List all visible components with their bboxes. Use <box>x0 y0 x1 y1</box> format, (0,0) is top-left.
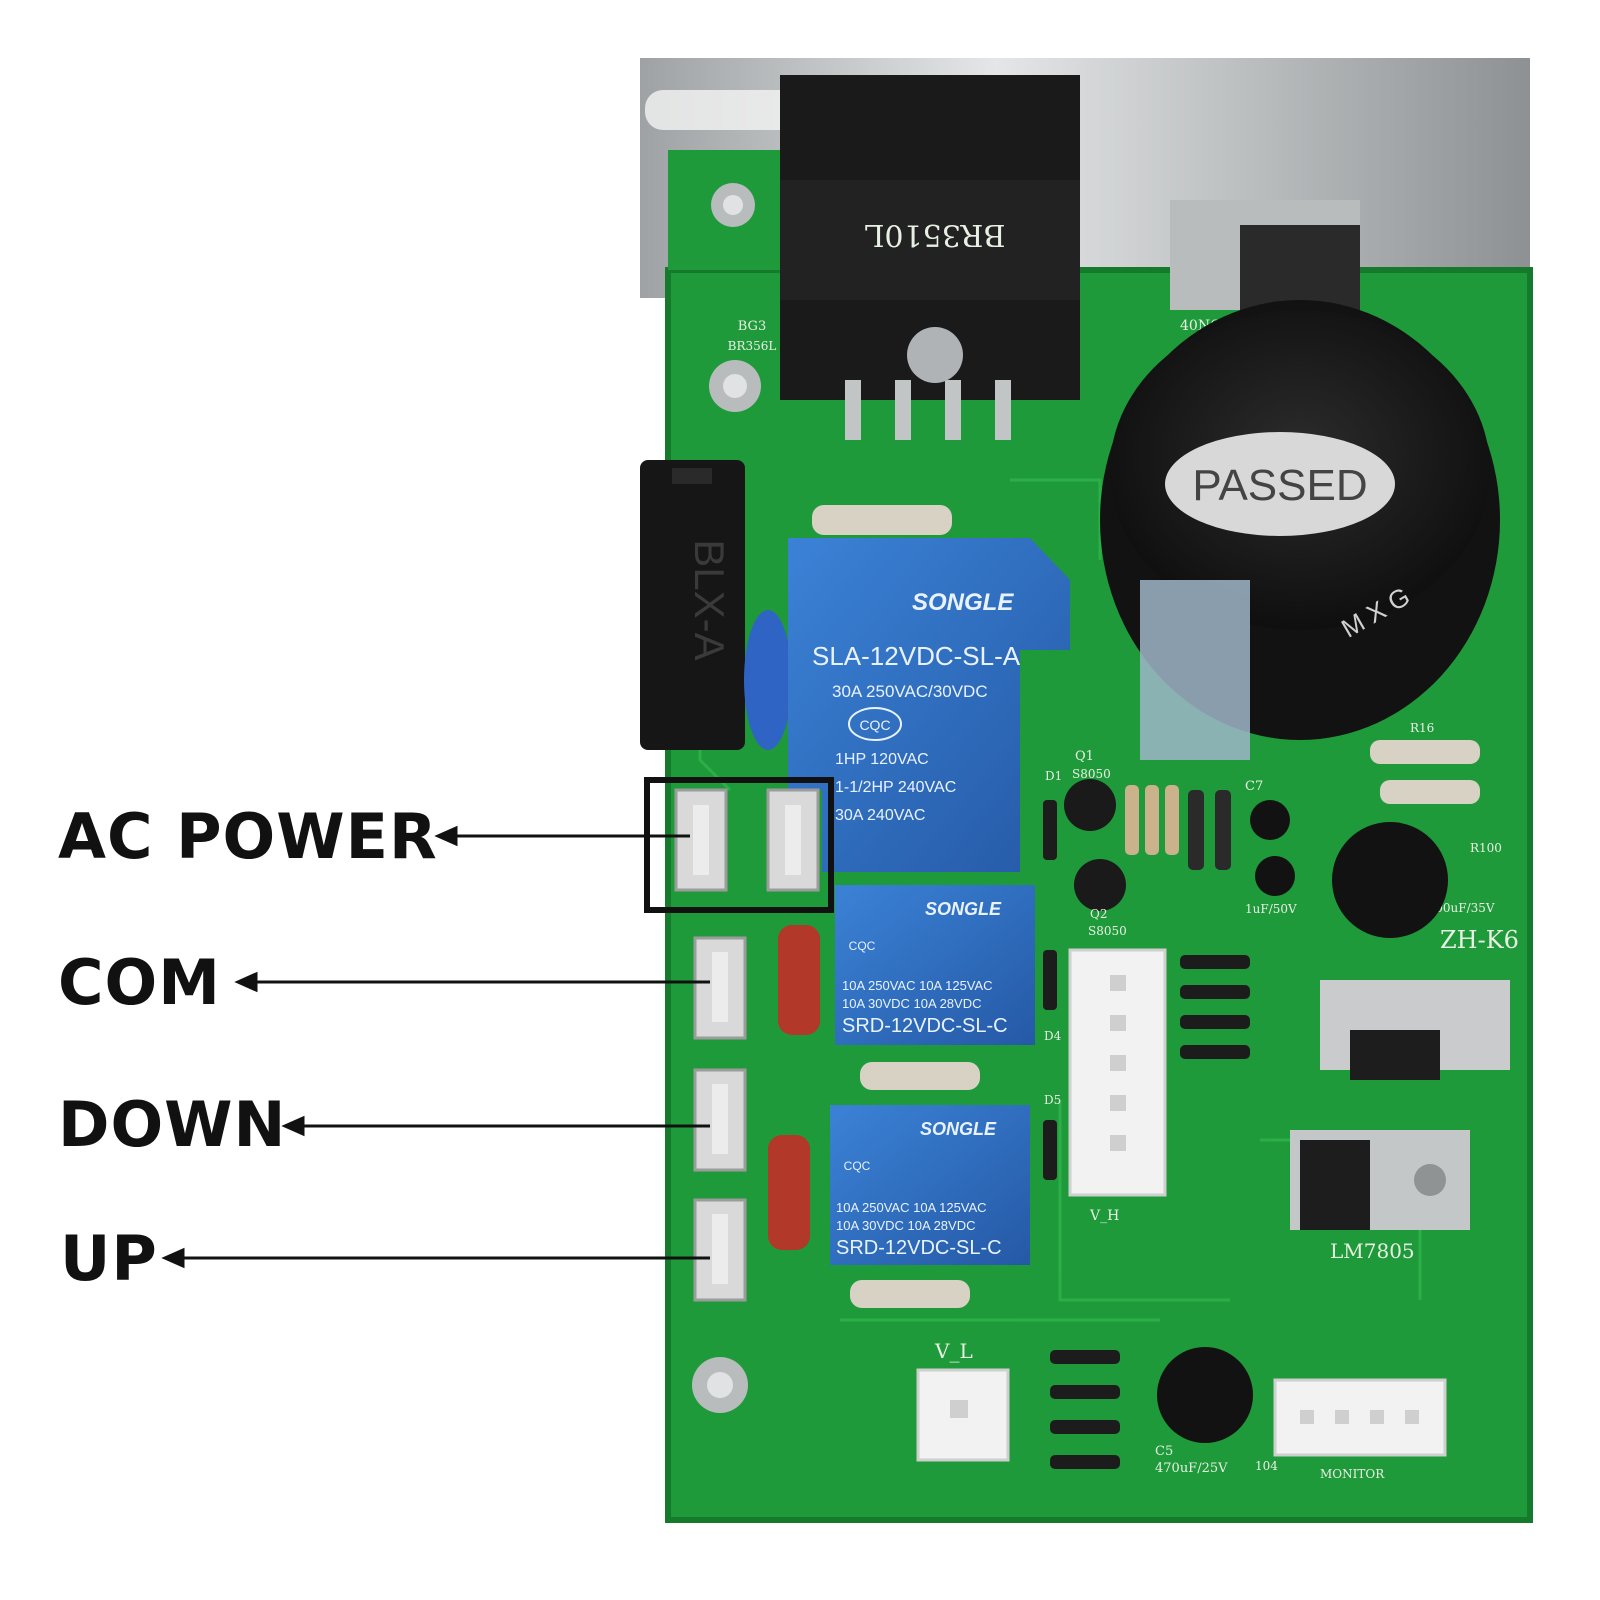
diode-d5 <box>1043 1120 1057 1180</box>
mounting-screw-side <box>711 183 755 227</box>
small-relay-1-rating-2: 10A 30VDC 10A 28VDC <box>842 996 981 1011</box>
diode-row <box>1180 955 1250 1059</box>
silk-r100: R100 <box>1470 841 1502 855</box>
label-up: UP <box>60 1222 158 1295</box>
small-relay-2-rating-1: 10A 250VAC 10A 125VAC <box>836 1200 987 1215</box>
transistor-q2 <box>1074 859 1126 911</box>
silk-104: 104 <box>1255 1459 1278 1473</box>
silk-c5-value: 470uF/25V <box>1155 1461 1228 1476</box>
ac-power-highlight-box <box>644 777 834 913</box>
silk-r16: R16 <box>1410 721 1434 735</box>
down-terminal <box>693 1068 747 1172</box>
silk-bg3-value: BR356L <box>728 339 777 353</box>
small-relay-2-rating-2: 10A 30VDC 10A 28VDC <box>836 1218 975 1233</box>
small-relay-1-rating-1: 10A 250VAC 10A 125VAC <box>842 978 993 993</box>
silk-d4: D4 <box>1044 1029 1062 1043</box>
small-relay-1-brand: SONGLE <box>925 899 1002 919</box>
film-capacitor-1 <box>778 925 820 1035</box>
small-relay-2-cert: CQC <box>844 1159 871 1173</box>
label-ac-power: AC POWER <box>58 800 438 873</box>
small-relay-1-cert: CQC <box>849 939 876 953</box>
bridge-part-text: BR3510L <box>864 217 1005 252</box>
resistor-cluster <box>1125 785 1231 870</box>
silk-v-l: V_L <box>934 1339 973 1363</box>
capacitor-c7-a <box>1250 800 1290 840</box>
connector-monitor: MONITOR <box>1273 1378 1447 1481</box>
arrow-down-head <box>281 1115 305 1137</box>
resistor-r100 <box>1380 780 1480 804</box>
passed-sticker-text: PASSED <box>1192 461 1367 510</box>
capacitor-medium <box>1332 822 1448 938</box>
small-relay-2: SONGLE CQC 10A 250VAC 10A 125VAC 10A 30V… <box>830 1105 1030 1265</box>
arrow-com-head <box>234 971 258 993</box>
arrow-ac-power-head <box>434 825 458 847</box>
resistor-top <box>812 505 952 535</box>
fuse-holder: BLX-A <box>640 460 745 750</box>
silk-c7-value: 1uF/50V <box>1245 902 1297 916</box>
resistor-middle <box>860 1062 980 1090</box>
arrow-up-head <box>161 1247 185 1269</box>
silk-bg3: BG3 <box>738 319 766 334</box>
silk-v-h: V_H <box>1089 1208 1119 1224</box>
main-relay-rating-3: 1-1/2HP 240VAC <box>835 779 956 796</box>
mosfet: 40N60 <box>1170 200 1360 334</box>
mounting-screw-top <box>709 360 761 412</box>
mounting-screw-bottom <box>692 1357 748 1413</box>
capacitor-c5 <box>1157 1347 1253 1443</box>
fuse-marking: BLX-A <box>686 539 733 660</box>
main-relay-brand: SONGLE <box>912 589 1014 616</box>
disc-capacitor <box>744 610 792 750</box>
com-terminal <box>693 936 747 1040</box>
main-relay-model: SLA-12VDC-SL-A <box>812 641 1021 671</box>
small-relay-1: SONGLE CQC 10A 250VAC 10A 125VAC 10A 30V… <box>835 885 1035 1045</box>
small-relay-2-brand: SONGLE <box>920 1119 997 1139</box>
resistor-r16 <box>1370 740 1480 764</box>
bridge-rectifier: BR3510L <box>780 75 1080 440</box>
silk-monitor: MONITOR <box>1320 1467 1385 1481</box>
connector-v-h: V_H <box>1068 948 1167 1224</box>
main-relay-rating-2: 1HP 120VAC <box>835 751 929 768</box>
small-relay-2-model: SRD-12VDC-SL-C <box>836 1237 1002 1259</box>
bottom-diodes <box>1050 1350 1120 1469</box>
diode-d4 <box>1043 950 1057 1010</box>
silk-regulator: LM7805 <box>1330 1239 1415 1263</box>
main-relay: SONGLE SLA-12VDC-SL-A 30A 250VAC/30VDC C… <box>788 538 1070 872</box>
capacitor-c7-b <box>1255 856 1295 896</box>
silk-q1: Q1 <box>1075 749 1094 764</box>
annotation-arrows <box>161 825 710 1269</box>
film-capacitor-2 <box>768 1135 810 1250</box>
large-capacitor: PASSED M X G <box>1100 300 1500 760</box>
silk-d1: D1 <box>1045 769 1062 783</box>
transistor-q1 <box>1064 779 1116 831</box>
main-relay-rating-4: 30A 240VAC <box>835 807 925 824</box>
silk-c7: C7 <box>1245 779 1263 794</box>
main-relay-rating-1: 30A 250VAC/30VDC <box>832 682 988 701</box>
main-relay-cert: CQC <box>859 717 890 733</box>
up-terminal <box>693 1198 747 1302</box>
silk-q2: Q2 <box>1090 907 1107 921</box>
connector-v-l: V_L <box>916 1339 1010 1462</box>
label-down: DOWN <box>58 1088 287 1161</box>
small-relay-1-model: SRD-12VDC-SL-C <box>842 1015 1008 1037</box>
regulator-lm7805: LM7805 <box>1290 1130 1470 1263</box>
passed-sticker <box>1165 432 1395 536</box>
silk-board-marking: ZH-K6 <box>1440 926 1519 954</box>
silk-q2-part: S8050 <box>1088 924 1127 938</box>
silk-d5: D5 <box>1044 1093 1061 1107</box>
silk-c5: C5 <box>1155 1444 1173 1459</box>
label-com: COM <box>58 946 221 1019</box>
ac-power-terminals <box>674 788 820 892</box>
small-heatsink <box>1320 980 1510 1080</box>
resistor-bottom <box>850 1280 970 1308</box>
diode-d1 <box>1043 800 1057 860</box>
silk-q1-part: S8050 <box>1072 767 1111 781</box>
